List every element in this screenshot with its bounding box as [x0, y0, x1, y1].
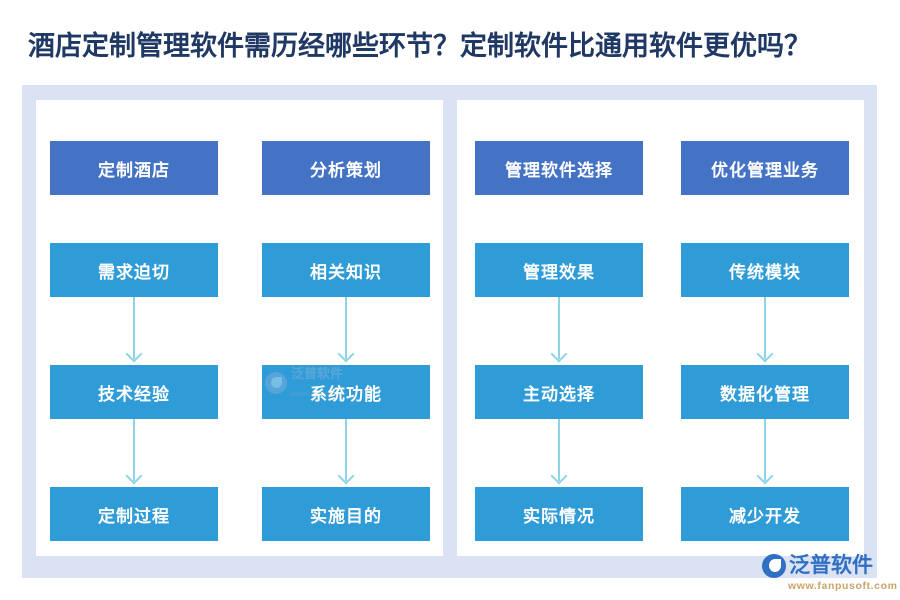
flow-arrow-down-icon [345, 297, 347, 359]
brand-name: 泛普软件 [789, 554, 873, 577]
flow-step-box[interactable]: 系统功能 [262, 365, 430, 419]
flow-step-box[interactable]: 传统模块 [681, 243, 849, 297]
flow-header-box[interactable]: 分析策划 [262, 141, 430, 195]
flow-arrow-down-icon [133, 297, 135, 359]
flow-header-box[interactable]: 优化管理业务 [681, 141, 849, 195]
flow-step-box[interactable]: 管理效果 [475, 243, 643, 297]
brand-url: www.fanpusoft.com [788, 580, 898, 592]
flow-arrow-down-icon [764, 419, 766, 481]
fanpu-logo-icon [762, 554, 786, 578]
flow-header-box[interactable]: 定制酒店 [50, 141, 218, 195]
flow-step-box[interactable]: 实际情况 [475, 487, 643, 541]
page-title: 酒店定制管理软件需历经哪些环节？定制软件比通用软件更优吗？ [28, 31, 811, 61]
flow-step-box[interactable]: 技术经验 [50, 365, 218, 419]
flow-column-software-selection: 管理软件选择 管理效果 主动选择 实际情况 [475, 100, 643, 556]
flow-arrow-down-icon [133, 419, 135, 481]
brand-logo-row: 泛普软件 [762, 553, 888, 579]
flow-arrow-down-icon [764, 297, 766, 359]
flow-arrow-down-icon [345, 419, 347, 481]
flow-column-optimize-business: 优化管理业务 传统模块 数据化管理 减少开发 [681, 100, 849, 556]
flow-step-box[interactable]: 减少开发 [681, 487, 849, 541]
flow-arrow-down-icon [558, 297, 560, 359]
flow-column-analysis-planning: 分析策划 相关知识 系统功能 实施目的 [262, 100, 430, 556]
flow-step-box[interactable]: 需求迫切 [50, 243, 218, 297]
flow-column-custom-hotel: 定制酒店 需求迫切 技术经验 定制过程 [50, 100, 218, 556]
flow-step-box[interactable]: 相关知识 [262, 243, 430, 297]
center-divider [443, 100, 457, 556]
brand-logo: 泛普软件 www.fanpusoft.com [762, 553, 898, 595]
flow-arrow-down-icon [558, 419, 560, 481]
flow-step-box[interactable]: 数据化管理 [681, 365, 849, 419]
flow-step-box[interactable]: 定制过程 [50, 487, 218, 541]
flow-step-box[interactable]: 实施目的 [262, 487, 430, 541]
flow-header-box[interactable]: 管理软件选择 [475, 141, 643, 195]
flow-step-box[interactable]: 主动选择 [475, 365, 643, 419]
